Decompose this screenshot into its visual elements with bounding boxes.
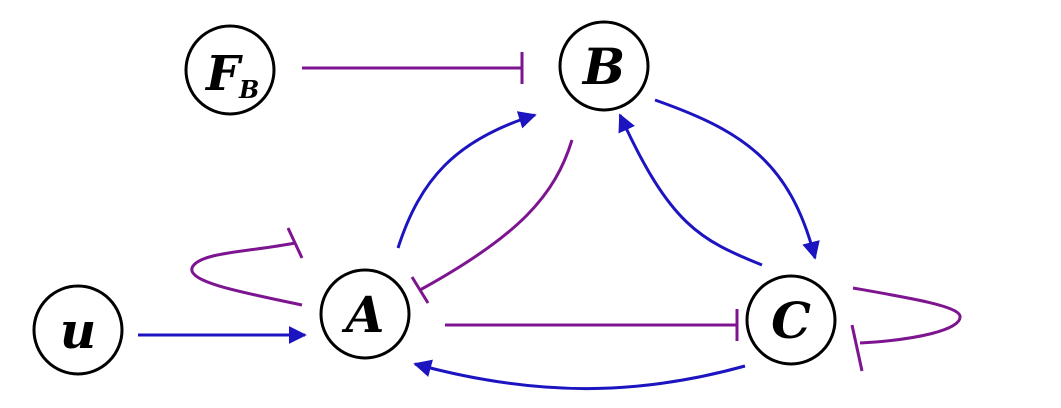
node-c-label: C — [771, 291, 811, 350]
node-fb-subscript: B — [238, 75, 259, 104]
node-fb: F B — [184, 24, 276, 116]
node-fb-label: F — [204, 46, 243, 102]
edge-c-activates-b — [618, 113, 763, 267]
node-a: A — [319, 268, 411, 360]
node-u-label: u — [60, 301, 96, 360]
edge-b-activates-c — [654, 98, 820, 260]
node-u: u — [32, 284, 124, 376]
node-c: C — [745, 274, 837, 366]
node-b-label: B — [581, 37, 625, 96]
edge-b-inhibits-a — [410, 139, 574, 304]
node-a-label: A — [342, 285, 385, 344]
edge-a-self-inhibition — [190, 227, 304, 307]
edge-c-activates-a — [413, 359, 746, 391]
edge-a-activates-b — [396, 111, 537, 249]
edge-a-inhibits-c — [445, 309, 739, 341]
edge-fb-inhibits-b — [302, 52, 524, 84]
edge-c-self-inhibition — [850, 286, 962, 372]
node-b: B — [558, 20, 650, 112]
